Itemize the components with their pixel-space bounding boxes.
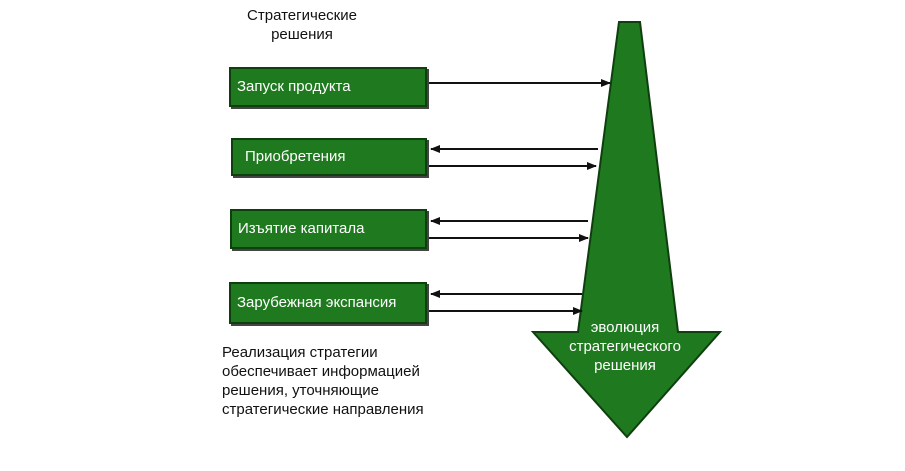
decision-box-product-launch: Запуск продукта [229, 67, 427, 107]
header-line-1: Стратегические [247, 7, 357, 24]
decision-label: Запуск продукта [237, 78, 351, 95]
footer-line-1: Реализация стратегии [222, 344, 378, 361]
evolution-arrow [530, 21, 723, 439]
strategic-decisions-header: Стратегические решения [222, 6, 382, 44]
decision-box-acquisitions: Приобретения [231, 138, 427, 176]
footer-line-2: обеспечивает информацией [222, 363, 420, 380]
evolution-line-3: решения [594, 357, 656, 374]
decision-label: Зарубежная экспансия [237, 294, 397, 311]
header-line-2: решения [271, 26, 333, 43]
evolution-line-1: эволюция [590, 319, 660, 336]
evolution-arrow-label: эволюция стратегического решения [545, 318, 705, 375]
decision-box-foreign-expansion: Зарубежная экспансия [229, 282, 427, 324]
implementation-note: Реализация стратегии обеспечивает информ… [222, 343, 482, 419]
decision-box-divestment: Изъятие капитала [230, 209, 427, 249]
footer-line-4: стратегические направления [222, 401, 424, 418]
decision-label: Приобретения [245, 148, 346, 165]
decision-label: Изъятие капитала [238, 220, 365, 237]
footer-line-3: решения, уточняющие [222, 382, 379, 399]
evolution-line-2: стратегического [569, 338, 681, 355]
